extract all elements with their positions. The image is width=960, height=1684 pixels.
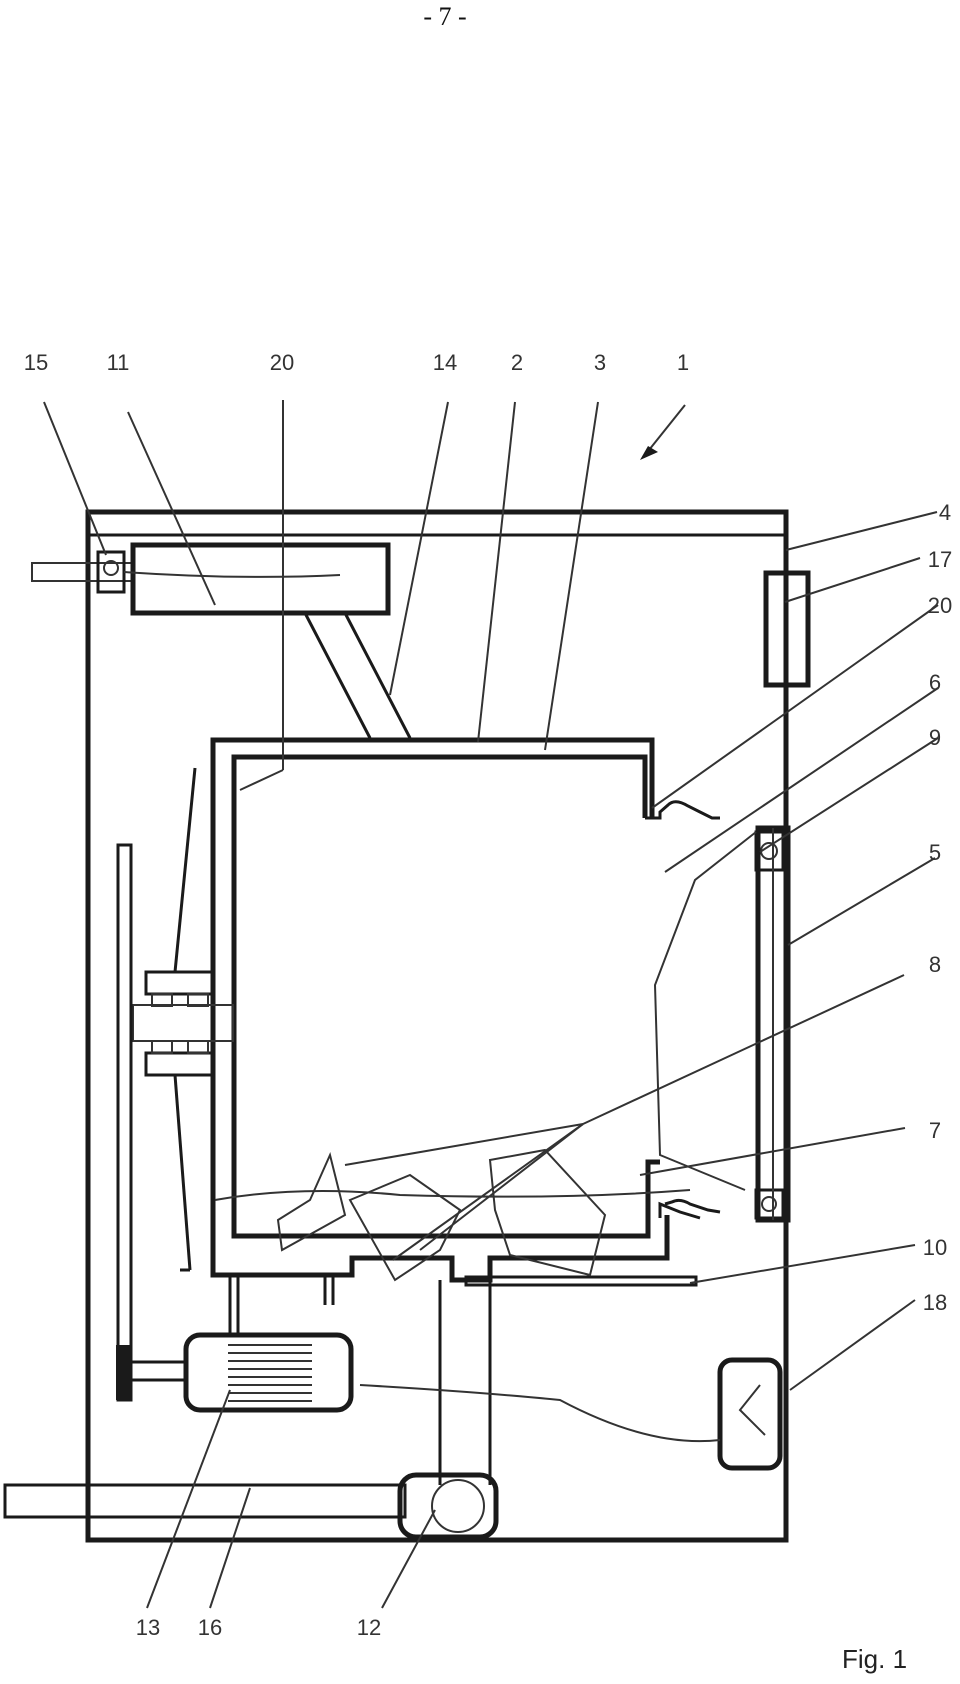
door-seal [645, 800, 721, 1220]
label-1: 1 [677, 350, 689, 375]
motor-13 [131, 1332, 354, 1413]
label-18: 18 [923, 1290, 947, 1315]
label-8: 8 [929, 952, 941, 977]
drive-belt [173, 767, 197, 1272]
heating-element-10 [464, 1275, 698, 1287]
label-4: 4 [939, 500, 951, 525]
label-20-right: 20 [928, 593, 952, 618]
drum [231, 754, 660, 1239]
valve-15 [96, 550, 126, 594]
tub [210, 737, 670, 1283]
drain-duct [438, 1280, 492, 1485]
label-9: 9 [929, 725, 941, 750]
label-15: 15 [24, 350, 48, 375]
label-7: 7 [929, 1118, 941, 1143]
leader-lines [43, 400, 939, 1609]
drain-pump-12 [397, 1472, 499, 1540]
door-glass [653, 831, 757, 1191]
label-6: 6 [929, 670, 941, 695]
detergent-dispenser-11 [123, 542, 391, 616]
label-13: 13 [136, 1615, 160, 1640]
reference-labels: 15 11 20 14 2 3 1 4 17 20 6 9 5 8 7 10 1… [24, 350, 952, 1640]
drum-bearing [132, 970, 234, 1077]
label-12: 12 [357, 1615, 381, 1640]
door [755, 825, 791, 1223]
label-14: 14 [433, 350, 457, 375]
motor-mounts [228, 1275, 335, 1335]
label-2: 2 [511, 350, 523, 375]
label-17: 17 [928, 547, 952, 572]
sensor-18 [717, 1357, 783, 1471]
label-20-top: 20 [270, 350, 294, 375]
control-unit-17 [763, 570, 811, 688]
label-10: 10 [923, 1235, 947, 1260]
dispenser-hose [303, 612, 412, 739]
label-16: 16 [198, 1615, 222, 1640]
motor-cable [359, 1384, 721, 1443]
housing [85, 509, 789, 1543]
label-5: 5 [929, 840, 941, 865]
page-number: - 7 - [423, 2, 467, 31]
label-3: 3 [594, 350, 606, 375]
label-11: 11 [107, 350, 130, 375]
belt-wheel [116, 843, 133, 1402]
laundry [214, 1148, 691, 1282]
figure-caption: Fig. 1 [842, 1644, 907, 1674]
drain-hose-16 [3, 1483, 407, 1519]
